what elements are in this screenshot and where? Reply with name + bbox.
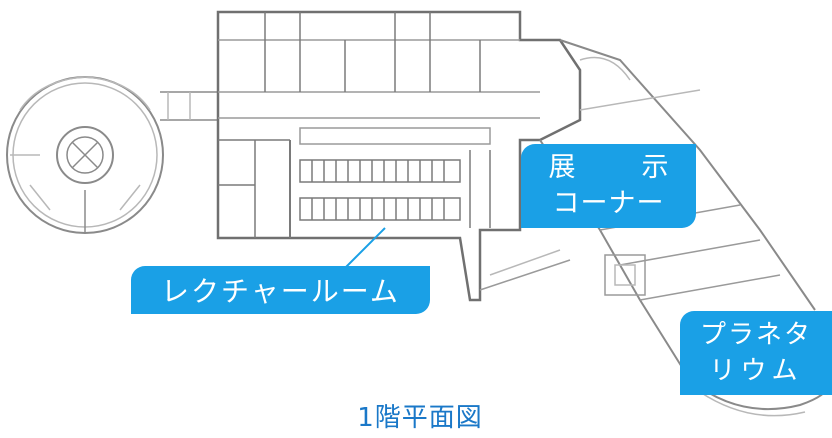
dome-building [6,76,164,234]
lecture-seating [299,127,491,228]
floor-plan-caption: 1階平面図 [357,403,483,433]
planetarium-label-line2: リウム [709,356,803,386]
planetarium-label: プラネタ リウム [680,311,832,395]
exhibit-label-line2: コーナー [552,188,665,219]
planetarium-label-line1: プラネタ [699,320,812,350]
lecture-room-label: レクチャールーム [131,266,430,314]
exhibit-corner-label: 展示 コーナー [521,144,696,228]
lecture-pointer [344,227,386,269]
corridor [160,91,218,121]
floor-plan-drawing [6,10,832,417]
main-block [216,10,582,302]
exhibit-label-line1: 展示 [548,152,735,183]
